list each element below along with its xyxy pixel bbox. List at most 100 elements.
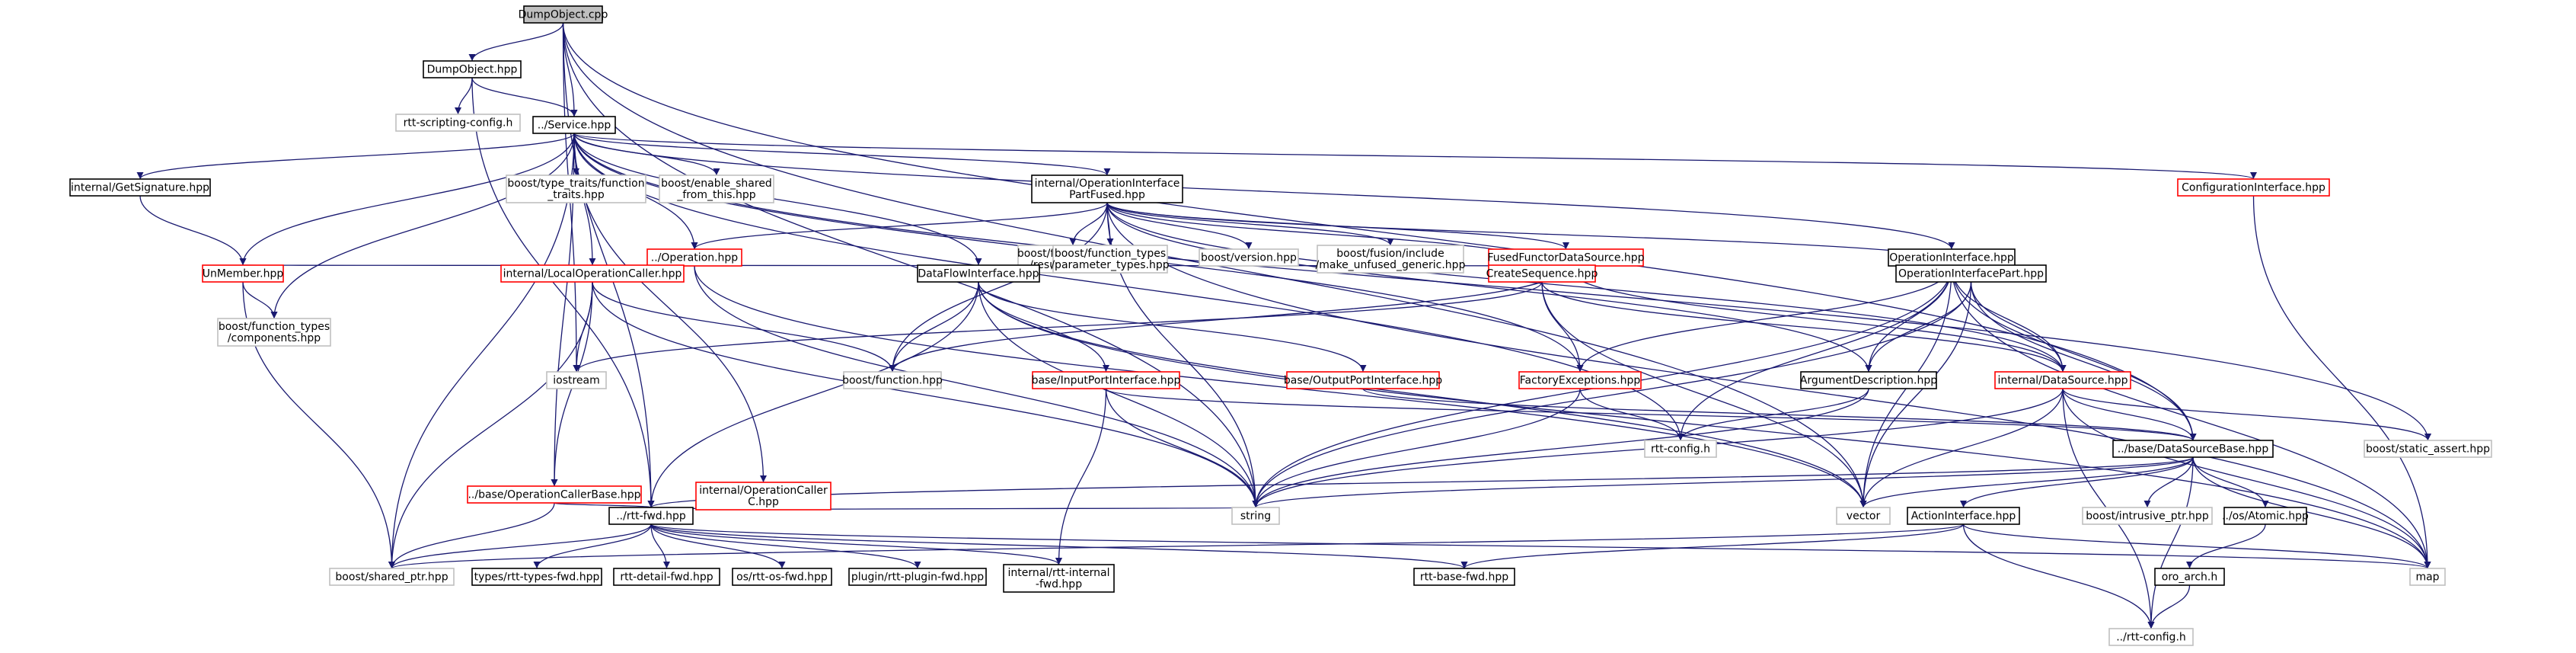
node-detail-fwd[interactable]: rtt-detail-fwd.hpp [613, 568, 720, 586]
node-vector[interactable]: vector [1836, 507, 1891, 525]
node-output-port[interactable]: base/OutputPortInterface.hpp [1284, 371, 1442, 389]
node-label: rtt-base-fwd.hpp [1420, 571, 1508, 584]
edge-factory_exc-to-rtt_config_h [1579, 388, 1684, 441]
edge-os_atomic-to-oro_arch [2185, 523, 2266, 569]
node-enable-shared[interactable]: boost/enable_shared_from_this.hpp [659, 174, 774, 203]
node-label: DumpObject.hpp [427, 64, 518, 76]
edge-dumpobject_cpp-to-dumpobject_hpp [468, 22, 564, 62]
edge-rtt_fwd-to-types_fwd [533, 523, 652, 569]
node-box [1800, 371, 1937, 389]
node-box [1003, 564, 1115, 593]
node-operation-hpp[interactable]: ../Operation.hpp [646, 248, 742, 267]
edge-service_hpp-to-config_iface [573, 133, 2257, 180]
node-config-iface[interactable]: ConfigurationInterface.hpp [2177, 178, 2330, 197]
edge-op_iface_partfused-to-operation_hpp [691, 202, 1108, 250]
node-types-fwd[interactable]: types/rtt-types-fwd.hpp [471, 568, 602, 586]
node-rtt-config2[interactable]: ../rtt-config.h [2108, 628, 2194, 646]
node-internal-ds[interactable]: internal/DataSource.hpp [1994, 371, 2131, 389]
node-label: ../base/DataSourceBase.hpp [2118, 443, 2269, 456]
node-arg-desc[interactable]: ArgumentDescription.hpp [1800, 371, 1937, 389]
node-label: C.hpp [748, 496, 779, 508]
node-box [1199, 248, 1299, 267]
node-plugin-fwd[interactable]: plugin/rtt-plugin-fwd.hpp [848, 568, 987, 586]
node-label: base/InputPortInterface.hpp [1032, 375, 1181, 387]
node-label: rtt-config.h [1651, 443, 1710, 456]
node-label: boost/shared_ptr.hpp [335, 571, 448, 584]
node-label: ../rtt-config.h [2116, 632, 2186, 644]
node-label: boost/function_types [1055, 248, 1166, 260]
node-box [2409, 568, 2446, 586]
node-ft-param[interactable]: boost/function_types/parameter_types.hpp [1051, 245, 1170, 274]
node-label: boost/function.hpp [842, 375, 943, 387]
node-dumpobject-cpp[interactable]: DumpObject.cpp [519, 5, 608, 24]
node-base-fwd[interactable]: rtt-base-fwd.hpp [1413, 568, 1515, 586]
node-factory-exc[interactable]: FactoryExceptions.hpp [1518, 371, 1642, 389]
node-op-caller-base[interactable]: ../base/OperationCallerBase.hpp [467, 485, 642, 504]
node-box [732, 568, 832, 586]
node-boost-version[interactable]: boost/version.hpp [1199, 248, 1299, 267]
node-box [2223, 507, 2307, 525]
node-input-port[interactable]: base/InputPortInterface.hpp [1032, 371, 1181, 389]
node-fused-functor[interactable]: FusedFunctorDataSource.hpp [1487, 248, 1645, 267]
node-iostream[interactable]: iostream [546, 371, 607, 389]
node-os-atomic[interactable]: ../os/Atomic.hpp [2222, 507, 2309, 525]
node-ds-base[interactable]: ../base/DataSourceBase.hpp [2112, 440, 2274, 458]
edge-op_iface-to-map [1951, 265, 2431, 569]
node-get-signature[interactable]: internal/GetSignature.hpp [69, 178, 211, 197]
node-shared-ptr[interactable]: boost/shared_ptr.hpp [329, 568, 455, 586]
node-unmember[interactable]: UnMember.hpp [202, 264, 284, 283]
edge-op_iface_partfused-to-arg_desc [1106, 202, 1872, 373]
node-op-iface[interactable]: OperationInterface.hpp [1888, 248, 2016, 267]
node-fusion-include[interactable]: boost/fusion/include/make_unfused_generi… [1316, 245, 1466, 274]
node-op-iface-part[interactable]: OperationInterfacePart.hpp [1895, 264, 2047, 283]
node-oro-arch[interactable]: oro_arch.h [2154, 568, 2225, 586]
node-box [471, 568, 602, 586]
node-box [1032, 371, 1180, 389]
node-label: DataFlowInterface.hpp [918, 268, 1039, 280]
node-rtt-config-h[interactable]: rtt-config.h [1644, 440, 1717, 458]
node-label: ../os/Atomic.hpp [2222, 511, 2309, 523]
node-dataflow-iface[interactable]: DataFlowInterface.hpp [917, 264, 1040, 283]
edge-ds_base-to-rtt_config2 [2147, 456, 2194, 629]
node-type-traits-fn[interactable]: boost/type_traits/function_traits.hpp [506, 174, 646, 203]
node-box [1052, 245, 1168, 274]
node-box [695, 482, 832, 511]
node-rtt-fwd[interactable]: ../rtt-fwd.hpp [608, 507, 694, 525]
node-service-hpp[interactable]: ../Service.hpp [532, 116, 616, 134]
node-os-fwd[interactable]: os/rtt-os-fwd.hpp [732, 568, 832, 586]
node-box [613, 568, 720, 586]
node-static-assert[interactable]: boost/static_assert.hpp [2364, 440, 2492, 458]
edge-action_iface-to-rtt_config2 [1962, 523, 2155, 629]
edge-op_iface-to-factory_exc [1576, 265, 1952, 373]
node-box [546, 371, 607, 389]
edge-ds_base-to-string [1252, 456, 2194, 508]
node-action-iface[interactable]: ActionInterface.hpp [1907, 507, 2020, 525]
node-label: boost/enable_shared [661, 178, 772, 190]
edge-op_iface_partfused-to-boost_function [889, 202, 1108, 373]
edge-action_iface-to-base_fwd [1460, 523, 1965, 569]
node-boost-function[interactable]: boost/function.hpp [842, 371, 943, 389]
node-ft-components[interactable]: boost/function_types/components.hpp [217, 318, 331, 347]
edge-service_hpp-to-shared_ptr [388, 133, 575, 569]
edge-dataflow_iface-to-rtt_fwd [647, 281, 979, 508]
node-local-op-caller[interactable]: internal/LocalOperationCaller.hpp [500, 264, 685, 283]
edge-rtt_fwd-to-shared_ptr [388, 523, 652, 569]
edge-input_port-to-ds_base [1105, 388, 2197, 441]
node-label: boost/static_assert.hpp [2366, 443, 2490, 456]
edge-internal_ds-to-ds_base [2062, 388, 2197, 441]
node-intrusive-ptr[interactable]: boost/intrusive_ptr.hpp [2082, 507, 2213, 525]
edge-op_iface-to-ds_base [1951, 265, 2197, 441]
node-dumpobject-hpp[interactable]: DumpObject.hpp [423, 60, 522, 78]
node-label: os/rtt-os-fwd.hpp [736, 571, 828, 584]
edge-rtt_fwd-to-os_fwd [650, 523, 786, 569]
node-rtt-scripting-config[interactable]: rtt-scripting-config.h [395, 114, 521, 132]
node-string[interactable]: string [1231, 507, 1280, 525]
node-create-sequence[interactable]: CreateSequence.hpp [1486, 264, 1598, 283]
node-map[interactable]: map [2409, 568, 2446, 586]
edge-action_iface-to-shared_ptr [388, 523, 1965, 569]
edge-dataflow_iface-to-input_port [978, 281, 1110, 373]
node-box [2177, 178, 2330, 197]
node-internal-fwd[interactable]: internal/rtt-internal-fwd.hpp [1003, 564, 1115, 593]
